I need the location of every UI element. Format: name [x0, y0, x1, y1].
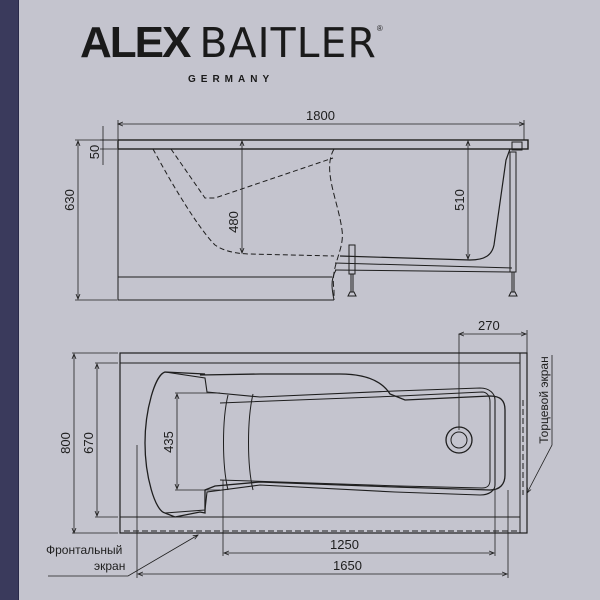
front-panel-label-line1: Фронтальный	[46, 543, 123, 557]
end-panel-label: Торцевой экран	[537, 356, 551, 443]
side-view	[75, 120, 529, 301]
dim-510: 510	[452, 189, 467, 211]
drain-outer	[445, 426, 473, 454]
front-leg-foot	[347, 274, 357, 297]
drain-inner	[450, 431, 468, 449]
end-panel-leader	[527, 355, 553, 493]
dim-1800: 1800	[306, 108, 335, 123]
dim-50: 50	[87, 145, 102, 159]
outer-outline	[119, 352, 528, 534]
dim-800: 800	[58, 432, 73, 454]
drain-profile	[339, 148, 511, 261]
head-profile-outer	[152, 148, 335, 257]
neck-curve-right	[248, 393, 254, 491]
front-leg-post	[348, 244, 356, 275]
dim-630: 630	[62, 189, 77, 211]
neck-curve-left	[223, 394, 229, 491]
front-panel-leader	[48, 535, 198, 577]
cut-line-lower	[331, 269, 337, 301]
dim-270: 270	[478, 318, 500, 333]
front-panel-label-line2: экран	[94, 559, 126, 573]
brand-subtitle: GERMANY	[188, 74, 275, 85]
head-profile-inner	[170, 148, 334, 199]
brand-name-thin: BAITLER	[199, 19, 377, 67]
rear-leg-foot	[508, 272, 518, 297]
top-view	[48, 330, 553, 578]
rear-leg-post	[509, 151, 517, 273]
dim-670: 670	[81, 432, 96, 454]
dim-480: 480	[226, 211, 241, 233]
apron-outline	[117, 149, 334, 301]
inner-floor	[219, 391, 491, 489]
left-stripe	[0, 0, 19, 600]
rim-outline	[117, 139, 529, 150]
dim-1650: 1650	[333, 558, 362, 573]
dim-435: 435	[161, 431, 176, 453]
frame-rail	[334, 262, 513, 273]
bowl-outer	[144, 371, 506, 518]
headrest-outline	[164, 371, 496, 514]
brand-name-bold: ALEX	[80, 18, 191, 67]
dim-1250: 1250	[330, 537, 359, 552]
rear-bracket	[511, 141, 523, 151]
registered-mark: ®	[376, 24, 383, 33]
